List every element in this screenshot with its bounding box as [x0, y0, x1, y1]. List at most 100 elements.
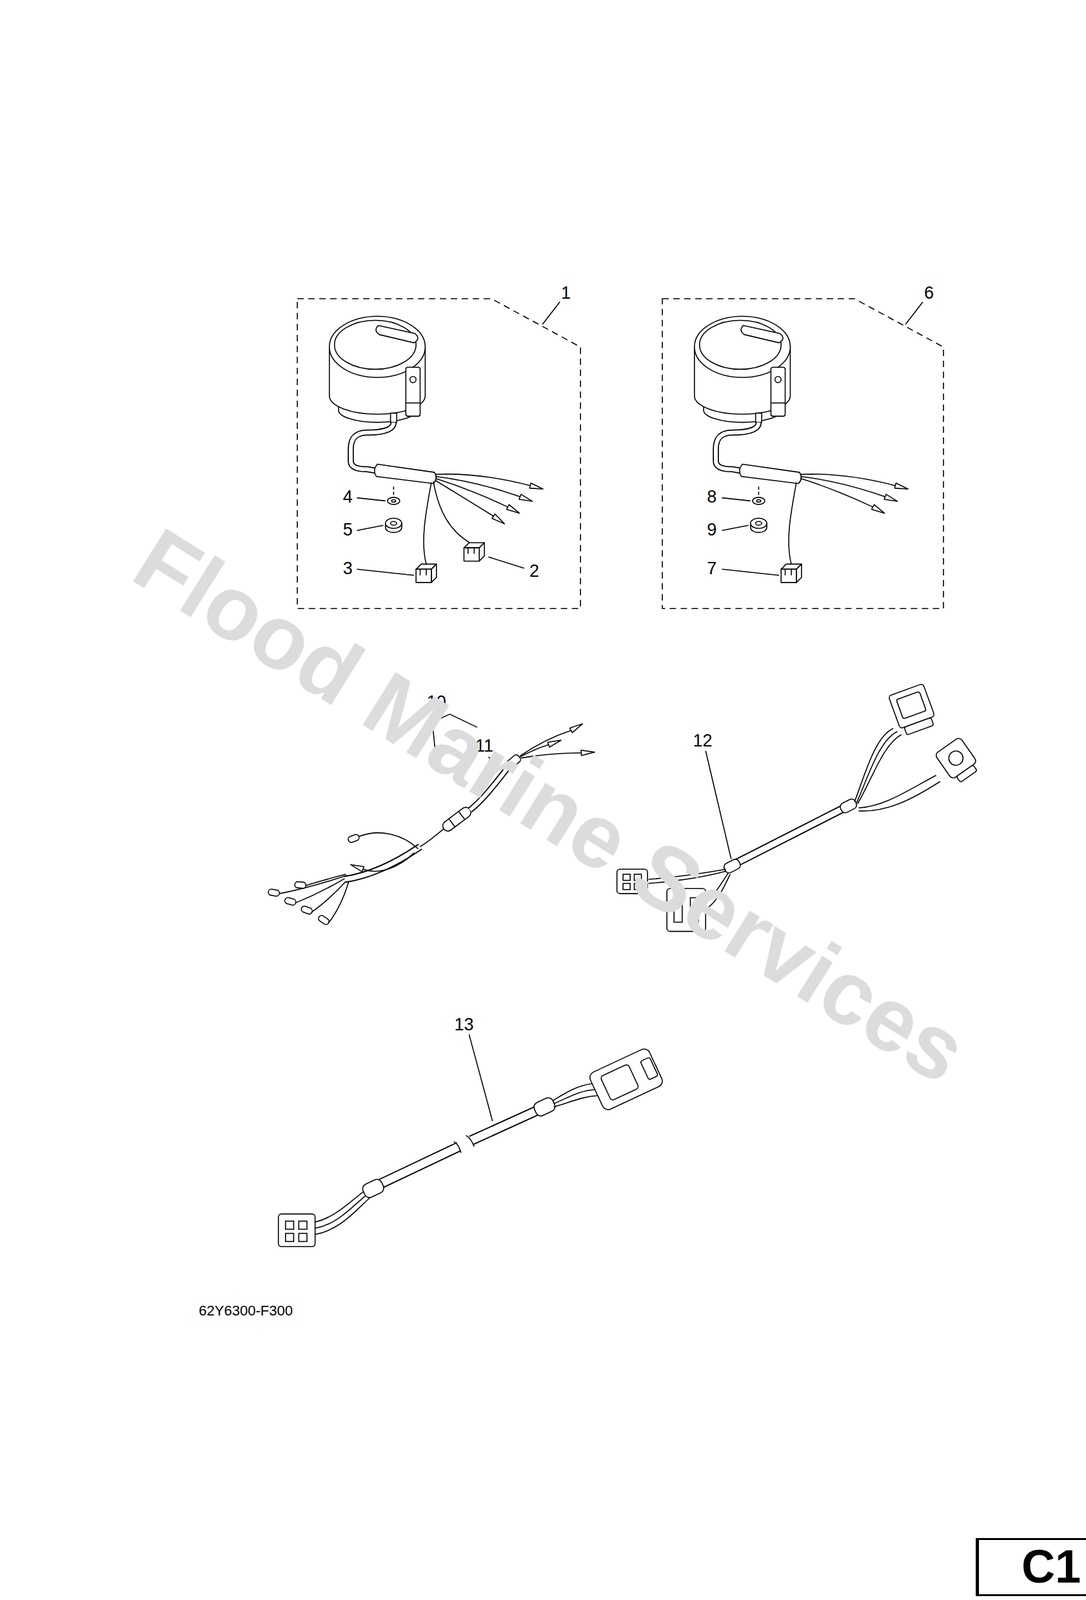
link-harness-part	[379, 1145, 459, 1185]
fuse-harness-part	[363, 852, 415, 871]
extension-harness-part	[934, 736, 981, 785]
fuse-harness-part	[359, 832, 419, 849]
fuse-harness-part	[344, 846, 420, 879]
lead-wire	[423, 473, 531, 565]
meter-kit-1-part	[329, 315, 437, 533]
dashed-outline-path	[297, 298, 581, 609]
fuse-harness-part	[349, 861, 364, 872]
leader-line-part	[356, 568, 415, 575]
meter-kit-6	[694, 315, 909, 583]
link-harness-part	[379, 1145, 459, 1185]
leader-line-part	[542, 301, 560, 325]
lead-wire-part	[433, 481, 472, 543]
meter-kit-1-part	[463, 542, 485, 561]
meter-kit-1-part	[519, 493, 534, 504]
leader-line-part	[468, 1033, 493, 1121]
fuse-harness-part	[267, 888, 280, 896]
link-harness-part	[361, 1176, 386, 1199]
callout-number: 7	[706, 559, 717, 577]
link-harness	[278, 1046, 665, 1246]
dashed-outline-path	[662, 298, 944, 609]
extension-harness-part-part	[904, 717, 934, 735]
callout-number: 4	[343, 488, 353, 506]
link-harness-part	[285, 1220, 295, 1230]
leader-line-part	[356, 497, 386, 502]
fuse-harness-part	[581, 749, 595, 756]
link-harness-part	[315, 1196, 372, 1235]
page-tab: C1	[975, 1537, 1086, 1596]
meter-kit-1-part	[529, 483, 544, 492]
link-harness-part	[553, 1095, 598, 1106]
extension-harness-part-part	[946, 748, 967, 769]
meter-kit-6-part	[780, 563, 802, 582]
fuse-harness-part	[569, 720, 584, 732]
leader-line-part	[905, 301, 923, 325]
extension-harness-part	[736, 807, 845, 863]
fuse-harness-part	[294, 880, 307, 889]
meter-kit-1-part	[492, 513, 507, 527]
lead-wire-part	[788, 482, 797, 564]
meter-kit-6-part	[894, 483, 909, 492]
fuse-harness-part	[284, 896, 297, 906]
callout-number: 6	[924, 283, 934, 302]
callout-number: 13	[454, 1015, 474, 1033]
meter-kit-6-part	[884, 493, 899, 504]
meter-kit-1	[329, 315, 544, 583]
link-harness-part	[454, 1140, 462, 1152]
leader-line-part	[722, 497, 751, 502]
link-harness-part-part	[361, 1176, 386, 1199]
leader-line-part	[705, 750, 732, 859]
link-harness-part	[298, 1220, 307, 1230]
drawing	[267, 301, 981, 1246]
lead-wire-part	[800, 478, 873, 507]
link-harness-part	[552, 1082, 594, 1101]
fuse-harness-part	[300, 904, 314, 915]
callout-number: 5	[343, 520, 353, 538]
fuse-harness-part	[305, 873, 346, 885]
lead-wire-part	[800, 473, 896, 486]
callout-number: 8	[706, 488, 717, 506]
leader-line-part	[488, 556, 524, 568]
lead-wire	[788, 473, 896, 565]
fuse-harness-part	[328, 880, 349, 923]
meter-kit-1-part	[415, 563, 437, 582]
extension-harness-part	[736, 807, 845, 863]
fuse-harness-part	[547, 737, 562, 747]
link-harness-part	[471, 1109, 539, 1140]
lead-wire-part	[435, 473, 531, 486]
callout-number: 2	[529, 562, 540, 580]
callout-number: 12	[692, 731, 712, 749]
leader-line-part	[722, 524, 749, 531]
link-harness-part	[466, 1135, 475, 1146]
figure-code: 62Y6300-F300	[198, 1303, 293, 1318]
link-harness-part-part	[600, 1063, 640, 1101]
callout-number: 9	[706, 520, 717, 538]
link-harness-part	[471, 1109, 539, 1140]
page-code: C1	[1021, 1542, 1081, 1590]
meter-kit-1-part	[506, 504, 522, 516]
leader-line-part	[722, 568, 780, 575]
extension-harness-part	[858, 780, 940, 811]
lead-wire-part	[423, 482, 432, 564]
extension-harness-part-part	[956, 764, 978, 782]
link-harness-part	[588, 1046, 665, 1112]
fuse-harness-part	[317, 913, 331, 926]
fuse-harness-part-part	[458, 811, 465, 820]
link-harness-part	[298, 1233, 307, 1242]
fuse-harness-part	[419, 828, 445, 847]
fuse-harness-part	[347, 833, 361, 843]
callout-number: 3	[343, 559, 353, 577]
fuse-harness-part-part	[440, 804, 473, 833]
kit-outline: 6	[661, 297, 945, 609]
fuse-harness-part	[440, 804, 473, 833]
extension-harness-part	[857, 733, 902, 804]
meter-kit-6-part	[694, 315, 802, 533]
callout-number: 1	[561, 283, 571, 302]
extension-harness-part	[856, 731, 898, 803]
meter-kit-6-part	[871, 504, 887, 516]
dashed-outline	[661, 297, 945, 609]
extension-harness-part	[858, 775, 936, 809]
link-harness-part-part	[640, 1056, 659, 1080]
leader-line-part	[356, 524, 384, 531]
